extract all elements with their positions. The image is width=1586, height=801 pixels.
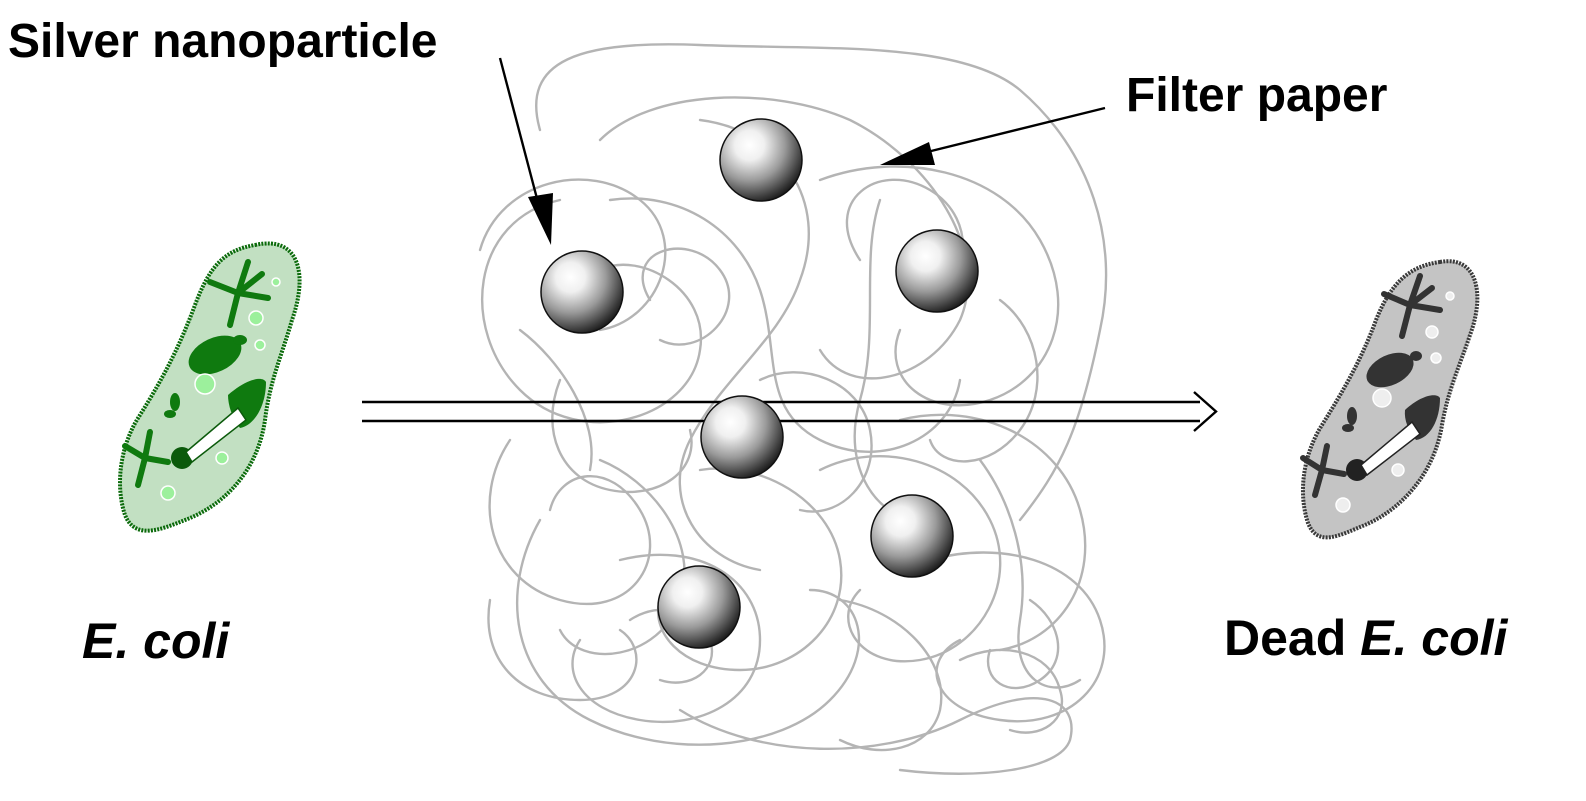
dead-ecoli-label: Dead E. coli bbox=[1224, 613, 1507, 663]
filter-paper-pointer-line bbox=[914, 106, 1106, 157]
fiber-strand bbox=[838, 598, 943, 752]
silver-sphere-icon bbox=[657, 565, 741, 649]
fiber-strand bbox=[928, 551, 1106, 723]
fiber-strand bbox=[853, 198, 922, 522]
arrow-head bbox=[1193, 391, 1218, 432]
fiber-strand bbox=[608, 197, 962, 453]
dead-ecoli-cell-icon bbox=[1300, 259, 1480, 540]
silver-sphere-icon bbox=[870, 494, 954, 578]
fiber-strand bbox=[478, 178, 667, 332]
fiber-strand bbox=[516, 518, 861, 746]
dead-ecoli-name: E. coli bbox=[1360, 610, 1508, 666]
fiber-strand bbox=[978, 458, 1082, 689]
fiber-strand bbox=[518, 328, 593, 472]
fiber-strand bbox=[535, 43, 1108, 522]
dead-prefix-text: Dead bbox=[1224, 610, 1361, 666]
silver-sphere-icon bbox=[540, 250, 624, 334]
filter-paper-label: Filter paper bbox=[1126, 69, 1388, 122]
silver-sphere-icon bbox=[895, 229, 979, 313]
nanoparticle-pointer-line bbox=[498, 57, 542, 211]
fiber-strand bbox=[571, 553, 762, 724]
fiber-strand bbox=[928, 298, 1039, 463]
fiber-strand bbox=[987, 598, 1060, 690]
fiber-strand bbox=[758, 371, 873, 513]
nanoparticle-pointer-head bbox=[528, 193, 553, 245]
filter-paper-pointer-head bbox=[880, 142, 935, 165]
callout-pointers bbox=[498, 57, 1106, 245]
fiber-strand bbox=[818, 455, 1002, 663]
silver-sphere-icon bbox=[700, 395, 784, 479]
fiber-strand bbox=[551, 378, 693, 494]
double-line-arrow-icon bbox=[362, 391, 1218, 432]
fiber-strand bbox=[488, 438, 652, 606]
ecoli-cell-icon bbox=[118, 241, 302, 533]
fiber-strand bbox=[678, 697, 1073, 775]
fiber-strand bbox=[487, 598, 638, 702]
silver-nanoparticle-label: Silver nanoparticle bbox=[8, 15, 438, 68]
fiber-strand bbox=[641, 247, 731, 346]
fiber-strand bbox=[657, 467, 843, 672]
silver-sphere-icon bbox=[719, 118, 803, 202]
fiber-strand bbox=[898, 413, 1087, 652]
silver-nanoparticles bbox=[540, 118, 979, 649]
filter-paper-fibers bbox=[478, 43, 1108, 775]
fiber-strand bbox=[958, 648, 1064, 734]
ecoli-label: E. coli bbox=[82, 613, 230, 669]
fiber-strand bbox=[818, 165, 1060, 407]
